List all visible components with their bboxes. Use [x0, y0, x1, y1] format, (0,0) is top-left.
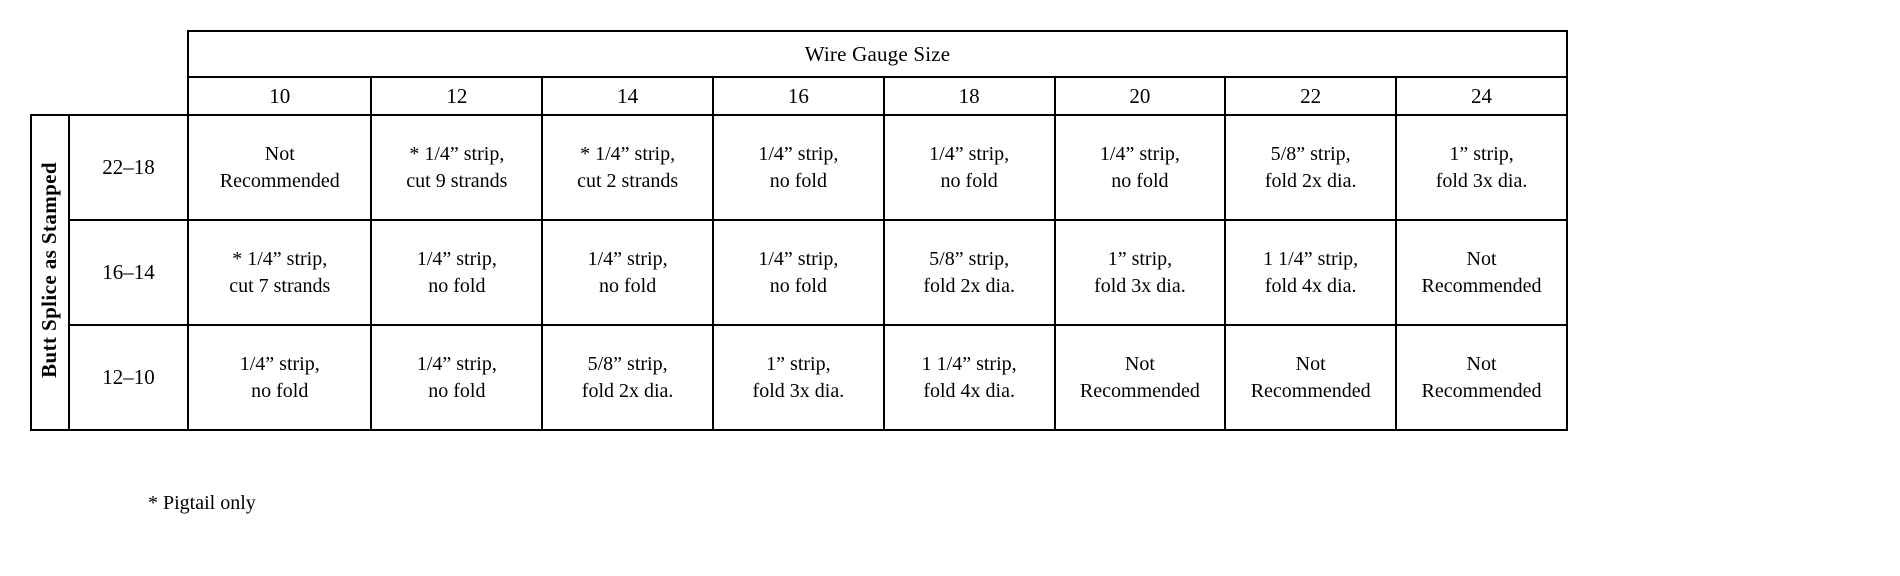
- cell-line-2: fold 2x dia.: [1264, 169, 1357, 192]
- footnote: * Pigtail only: [148, 492, 256, 514]
- cell-line-2: Recommended: [1421, 274, 1542, 297]
- column-header-20: 20: [1053, 76, 1227, 116]
- row-label-12-10: 12–10: [67, 324, 190, 431]
- cell-line-1: 1/4” strip,: [416, 352, 497, 375]
- row-group-header: Butt Splice as Stamped: [30, 114, 70, 431]
- cell-r2-c24: Not Recommended: [1395, 324, 1568, 431]
- row-label-22-18: 22–18: [67, 114, 190, 221]
- cell-line-2: fold 4x dia.: [1264, 274, 1357, 297]
- table-header-columns-row: 10 12 14 16 18 20 22 24: [31, 76, 1568, 116]
- cell-r1-c20: 1” strip, fold 3x dia.: [1053, 219, 1227, 326]
- cell-line-2: fold 3x dia.: [1094, 274, 1186, 297]
- cell-line-1: 1/4” strip,: [587, 247, 668, 270]
- cell-r1-c14: 1/4” strip, no fold: [541, 219, 714, 326]
- cell-r2-c10: 1/4” strip, no fold: [187, 324, 373, 431]
- cell-line-2: no fold: [428, 379, 486, 402]
- cell-line-2: Recommended: [1079, 379, 1200, 402]
- column-header-12: 12: [370, 76, 544, 116]
- cell-line-2: fold 2x dia.: [581, 379, 674, 402]
- cell-r0-c24: 1” strip, fold 3x dia.: [1395, 114, 1568, 221]
- cell-r1-c12: 1/4” strip, no fold: [370, 219, 544, 326]
- cell-r0-c10: Not Recommended: [187, 114, 373, 221]
- spacer-cell-corner-c: [31, 77, 69, 115]
- cell-line-1: 5/8” strip,: [587, 352, 668, 375]
- cell-line-2: cut 7 strands: [229, 274, 331, 297]
- spacer-cell-corner-a: [31, 31, 69, 77]
- cell-r2-c16: 1” strip, fold 3x dia.: [712, 324, 885, 431]
- cell-line-1: Not: [1466, 352, 1497, 375]
- cell-line-2: no fold: [428, 274, 486, 297]
- cell-r0-c14: * 1/4” strip, cut 2 strands: [541, 114, 714, 221]
- column-header-24: 24: [1395, 76, 1568, 116]
- cell-line-1: 1 1/4” strip,: [1263, 247, 1359, 270]
- cell-line-2: cut 2 strands: [577, 169, 679, 192]
- table-row: 16–14 * 1/4” strip, cut 7 strands 1/4” s…: [31, 219, 1568, 326]
- cell-r1-c22: 1 1/4” strip, fold 4x dia.: [1224, 219, 1398, 326]
- cell-r0-c20: 1/4” strip, no fold: [1053, 114, 1227, 221]
- column-header-22: 22: [1224, 76, 1398, 116]
- cell-r2-c14: 5/8” strip, fold 2x dia.: [541, 324, 714, 431]
- cell-line-2: no fold: [1111, 169, 1169, 192]
- column-header-10: 10: [187, 76, 373, 116]
- cell-line-1: 5/8” strip,: [1270, 142, 1351, 165]
- cell-line-2: no fold: [769, 274, 827, 297]
- table-row: Butt Splice as Stamped 22–18 Not Recomme…: [30, 114, 1568, 431]
- cell-line-2: no fold: [251, 379, 309, 402]
- cell-line-1: 5/8” strip,: [929, 247, 1010, 270]
- cell-line-1: Not: [1295, 352, 1326, 375]
- column-group-header: Wire Gauge Size: [187, 30, 1568, 78]
- cell-r2-c12: 1/4” strip, no fold: [370, 324, 544, 431]
- cell-r2-c18: 1 1/4” strip, fold 4x dia.: [882, 324, 1056, 431]
- cell-line-2: Recommended: [219, 169, 340, 192]
- row-group-header-label: Butt Splice as Stamped: [37, 162, 62, 378]
- wire-gauge-table-container: Wire Gauge Size 10 12 14 16 18 20 22 24 …: [30, 30, 1568, 431]
- cell-line-1: Not: [1466, 247, 1497, 270]
- column-header-18: 18: [882, 76, 1056, 116]
- cell-r2-c20: Not Recommended: [1053, 324, 1227, 431]
- cell-line-1: 1” strip,: [1107, 247, 1173, 270]
- cell-line-1: Not: [264, 142, 295, 165]
- cell-line-2: fold 3x dia.: [752, 379, 845, 402]
- cell-line-2: Recommended: [1421, 379, 1542, 402]
- spacer-cell-corner-d: [69, 77, 188, 115]
- cell-line-1: 1/4” strip,: [1099, 142, 1180, 165]
- cell-line-1: * 1/4” strip,: [232, 247, 328, 270]
- cell-line-1: * 1/4” strip,: [409, 142, 505, 165]
- cell-line-2: no fold: [940, 169, 998, 192]
- table-row: 12–10 1/4” strip, no fold 1/4” strip, no…: [31, 324, 1568, 431]
- cell-line-1: 1/4” strip,: [758, 142, 839, 165]
- column-header-14: 14: [541, 76, 714, 116]
- column-header-16: 16: [712, 76, 885, 116]
- cell-r0-c16: 1/4” strip, no fold: [712, 114, 885, 221]
- cell-r0-c22: 5/8” strip, fold 2x dia.: [1224, 114, 1398, 221]
- row-label-16-14: 16–14: [67, 219, 190, 326]
- cell-r2-c22: Not Recommended: [1224, 324, 1398, 431]
- cell-r1-c18: 5/8” strip, fold 2x dia.: [882, 219, 1056, 326]
- cell-line-1: * 1/4” strip,: [580, 142, 676, 165]
- table-header-group-row: Wire Gauge Size: [31, 30, 1568, 78]
- cell-line-1: 1/4” strip,: [929, 142, 1010, 165]
- cell-line-1: 1” strip,: [766, 352, 831, 375]
- cell-line-2: no fold: [769, 169, 827, 192]
- cell-line-1: 1” strip,: [1449, 142, 1514, 165]
- cell-line-2: fold 4x dia.: [923, 379, 1015, 402]
- cell-line-2: no fold: [599, 274, 657, 297]
- cell-line-1: Not: [1124, 352, 1155, 375]
- cell-r0-c18: 1/4” strip, no fold: [882, 114, 1056, 221]
- cell-line-1: 1 1/4” strip,: [921, 352, 1017, 375]
- spacer-cell-corner-b: [69, 31, 188, 77]
- wire-gauge-table: Wire Gauge Size 10 12 14 16 18 20 22 24 …: [30, 30, 1568, 431]
- cell-line-1: 1/4” strip,: [239, 352, 320, 375]
- cell-line-2: fold 3x dia.: [1435, 169, 1528, 192]
- cell-r1-c10: * 1/4” strip, cut 7 strands: [187, 219, 373, 326]
- cell-line-2: cut 9 strands: [406, 169, 508, 192]
- cell-r1-c24: Not Recommended: [1395, 219, 1568, 326]
- cell-line-2: fold 2x dia.: [923, 274, 1015, 297]
- cell-line-2: Recommended: [1250, 379, 1371, 402]
- cell-line-1: 1/4” strip,: [758, 247, 839, 270]
- cell-line-1: 1/4” strip,: [416, 247, 497, 270]
- cell-r1-c16: 1/4” strip, no fold: [712, 219, 885, 326]
- cell-r0-c12: * 1/4” strip, cut 9 strands: [370, 114, 544, 221]
